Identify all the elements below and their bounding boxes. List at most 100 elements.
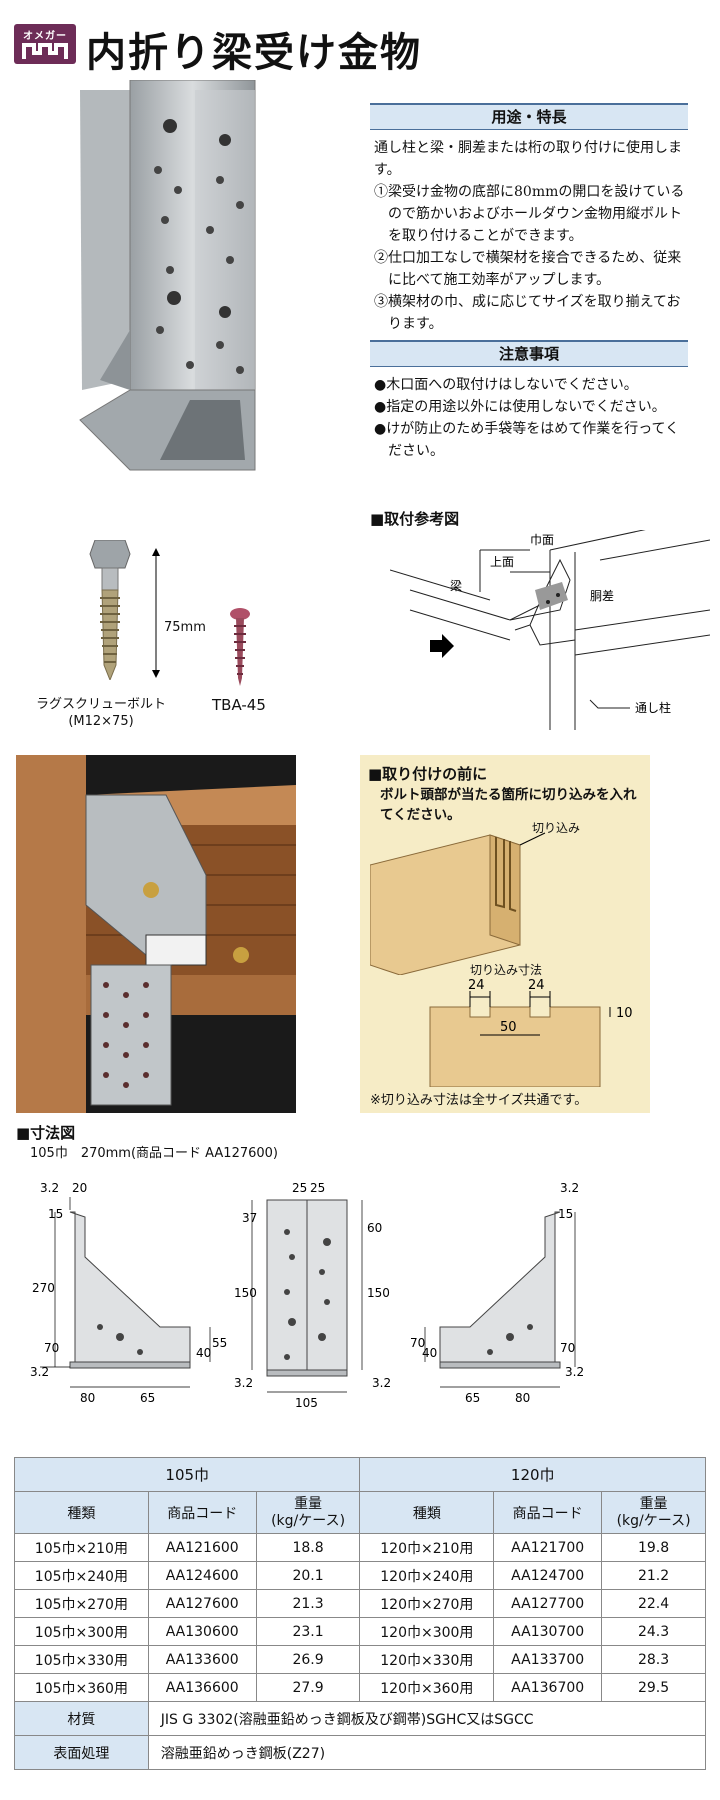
- cell: 19.8: [601, 1533, 706, 1562]
- lag-screw-photo: [89, 540, 131, 680]
- dimensions-heading: ■寸法図: [16, 1124, 76, 1142]
- arrow-icon: [430, 634, 454, 658]
- center-b2: 105: [295, 1396, 318, 1410]
- dim-a: 24: [468, 978, 485, 993]
- install-ref-diagram: 上面 巾面 梁 胴差 通し柱: [390, 530, 710, 730]
- center-r2: 150: [367, 1286, 390, 1300]
- features-intro: 通し柱と梁・胴差または桁の取り付けに使用します。: [374, 140, 682, 178]
- center-w2: 25: [310, 1181, 325, 1195]
- header-weight-2: 重量 (kg/ケース): [601, 1491, 706, 1534]
- caution-item-1: ●木口面への取付けはしないでください。: [374, 377, 638, 393]
- cell: 120巾×360用: [359, 1673, 495, 1702]
- cell: 120巾×330用: [359, 1645, 495, 1674]
- finish-value: 溶融亜鉛めっき鋼板(Z27): [147, 1735, 707, 1770]
- brand-logo: オメガー: [14, 24, 76, 64]
- logo-text: オメガー: [23, 31, 67, 42]
- product-photo: [79, 80, 256, 471]
- cell: 120巾×210用: [359, 1533, 495, 1562]
- group-120: 120巾: [359, 1457, 706, 1492]
- right-t1: 3.2: [560, 1181, 579, 1195]
- header-type-2: 種類: [359, 1491, 495, 1534]
- left-w2: 65: [140, 1391, 155, 1405]
- header-type: 種類: [14, 1491, 149, 1534]
- side-view-drawing: 3.2 20 15 270 70 3.2 80 65 40 55: [30, 1181, 227, 1405]
- length-dimension: [152, 548, 160, 678]
- cell: 105巾×330用: [14, 1645, 149, 1674]
- label-beam: 梁: [450, 578, 462, 593]
- notch-dims-diagram: 24 24 50 10: [429, 978, 633, 1087]
- cell: AA136700: [493, 1673, 603, 1702]
- right-w1: 65: [465, 1391, 480, 1405]
- center-h2: 150: [234, 1286, 257, 1300]
- cell: 20.1: [255, 1561, 361, 1590]
- left-h2: 270: [32, 1281, 55, 1295]
- feature-item-3: ③横架材の巾、成に応じてサイズを取り揃えております。: [374, 294, 681, 332]
- cell: AA121700: [493, 1533, 603, 1562]
- label-width: 巾面: [530, 533, 554, 547]
- material-label: 材質: [14, 1701, 149, 1736]
- before-install-box: ■取り付けの前に ボルト頭部が当たる箇所に切り込みを入れてください。 切り込み …: [360, 755, 650, 1113]
- left-w1: 80: [80, 1391, 95, 1405]
- dim-b: 24: [528, 978, 545, 993]
- cell: 120巾×270用: [359, 1589, 495, 1618]
- left-s2: 55: [212, 1336, 227, 1350]
- cell: 105巾×270用: [14, 1589, 149, 1618]
- cell: 28.3: [601, 1645, 706, 1674]
- right-h2: 70: [410, 1336, 425, 1350]
- front-view-drawing: 25 25 37 150 60 150 3.2 105 3.2: [234, 1181, 391, 1410]
- left-h1: 15: [48, 1207, 63, 1221]
- feature-item-2: ②仕口加工なしで横架材を接合できるため、従来に比べて施工効率がアップします。: [374, 250, 682, 288]
- back-view-drawing: 3.2 15 70 40 70 3.2 65 80: [410, 1181, 584, 1405]
- center-r1: 60: [367, 1221, 382, 1235]
- cell: 21.3: [255, 1589, 361, 1618]
- cell: AA121600: [147, 1533, 257, 1562]
- bolt-name: ラグスクリューボルト: [36, 697, 167, 712]
- cell: AA133600: [147, 1645, 257, 1674]
- left-s1: 40: [196, 1346, 211, 1360]
- features-body: 通し柱と梁・胴差または桁の取り付けに使用します。 ①梁受け金物の底部に80mmの…: [374, 137, 686, 335]
- cell: 105巾×210用: [14, 1533, 149, 1562]
- cell: 120巾×300用: [359, 1617, 495, 1646]
- left-t1: 3.2: [40, 1181, 59, 1195]
- notch-note: ※切り込み寸法は全サイズ共通です。: [370, 1093, 588, 1108]
- page-title: 内折り梁受け金物: [86, 30, 422, 76]
- label-post: 通し柱: [635, 700, 671, 715]
- right-h4: 70: [560, 1341, 575, 1355]
- label-girt: 胴差: [590, 589, 614, 603]
- material-value: JIS G 3302(溶融亜鉛めっき鋼板及び鋼帯)SGHC又はSGCC: [147, 1701, 707, 1736]
- header-code: 商品コード: [147, 1491, 257, 1534]
- notch-label: 切り込み: [532, 821, 581, 835]
- cell: AA124600: [147, 1561, 257, 1590]
- omega-logo-icon: [22, 43, 68, 59]
- header-code-2: 商品コード: [493, 1491, 603, 1534]
- center-b1: 3.2: [234, 1376, 253, 1390]
- cell: 23.1: [255, 1617, 361, 1646]
- right-w2: 80: [515, 1391, 530, 1405]
- cell: 105巾×240用: [14, 1561, 149, 1590]
- feature-item-1: ①梁受け金物の底部に80mmの開口を設けているので筋かいおよびホールダウン金物用…: [374, 184, 685, 244]
- cell: 18.8: [255, 1533, 361, 1562]
- center-w1: 25: [292, 1181, 307, 1195]
- cell: 26.9: [255, 1645, 361, 1674]
- cell: AA127600: [147, 1589, 257, 1618]
- label-top: 上面: [490, 555, 514, 569]
- right-h1: 15: [558, 1207, 573, 1221]
- left-h3: 70: [44, 1341, 59, 1355]
- before-install-heading: ■取り付けの前に: [368, 765, 488, 783]
- finish-label: 表面処理: [14, 1735, 149, 1770]
- cell: 105巾×300用: [14, 1617, 149, 1646]
- header-weight: 重量 (kg/ケース): [255, 1491, 361, 1534]
- left-t2: 20: [72, 1181, 87, 1195]
- cell: AA130700: [493, 1617, 603, 1646]
- caution-item-3: ●けが防止のため手袋等をはめて作業を行ってください。: [374, 421, 680, 459]
- caution-item-2: ●指定の用途以外には使用しないでください。: [374, 399, 666, 415]
- cell: 24.3: [601, 1617, 706, 1646]
- bolt-caption: ラグスクリューボルト (M12×75): [36, 696, 166, 730]
- cell: 29.5: [601, 1673, 706, 1702]
